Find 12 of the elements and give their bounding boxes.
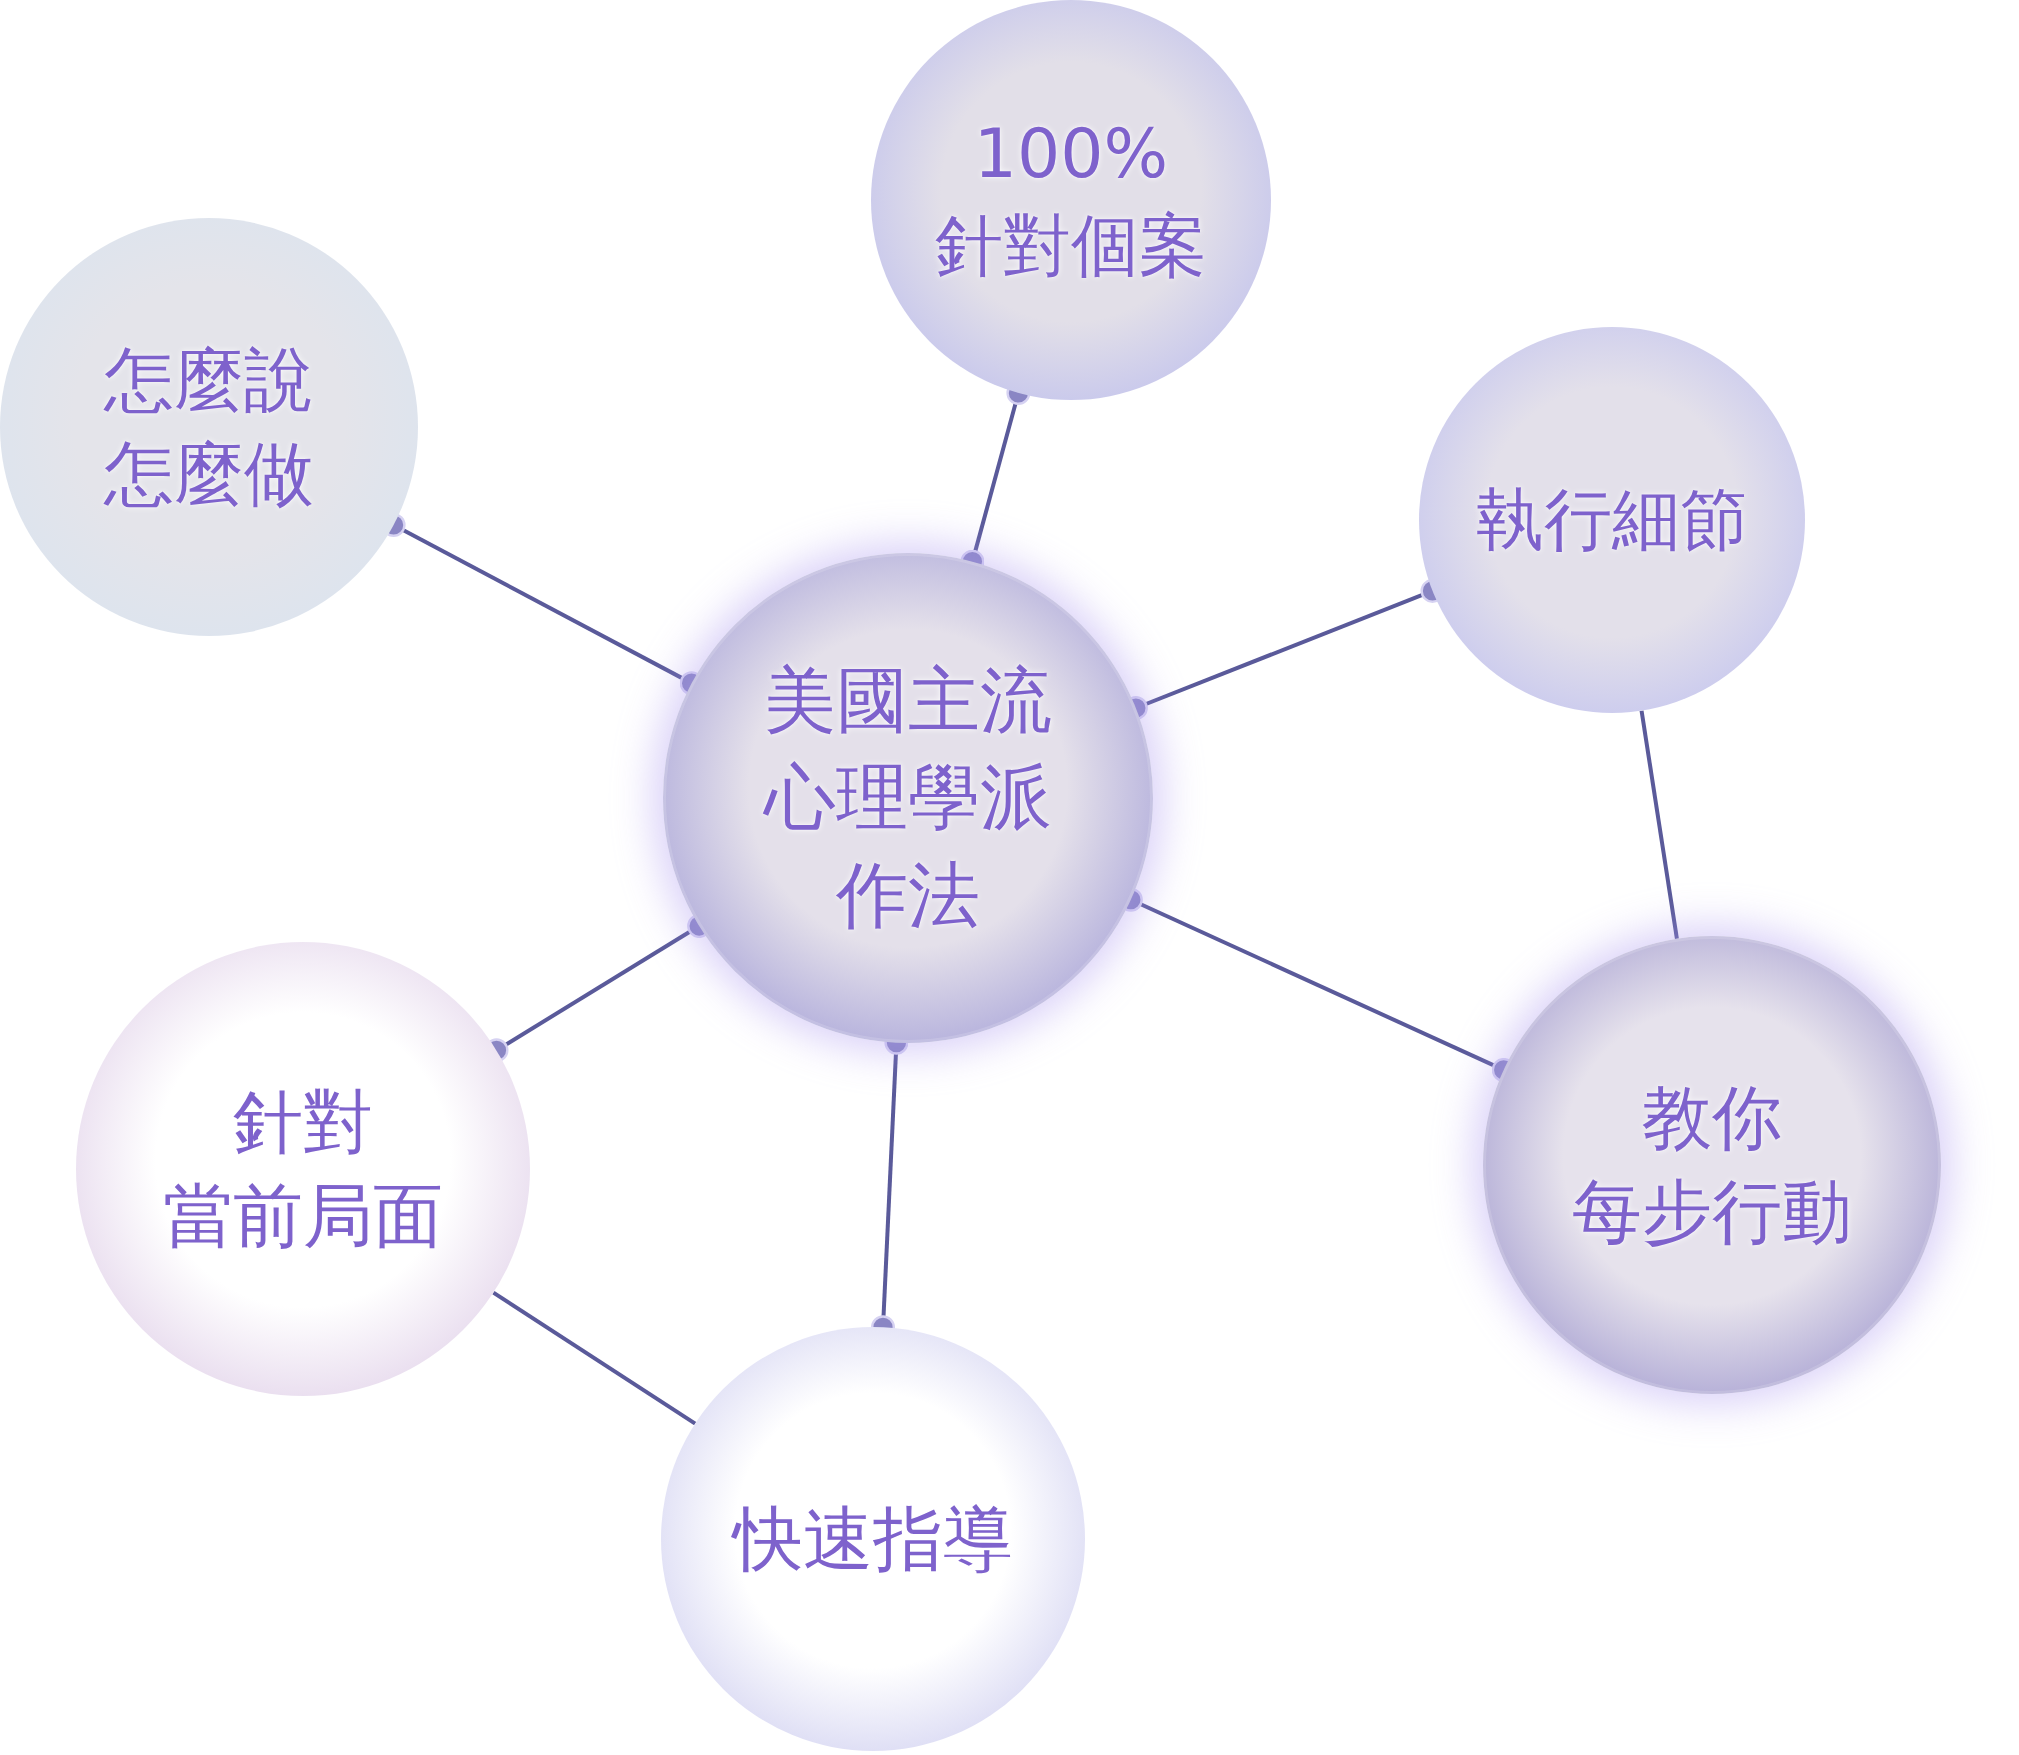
node-text: 快速指導	[733, 1496, 1013, 1582]
node-text: 當前局面	[163, 1174, 443, 1259]
node-text: 針對個案	[935, 205, 1207, 287]
node-text: 教你	[1642, 1075, 1782, 1161]
connector-line	[492, 1290, 697, 1426]
node-text: 美國主流心理學派作法	[762, 657, 1053, 939]
node-text: 針對	[233, 1079, 373, 1165]
node-text: 怎麼說怎麼做	[102, 337, 315, 517]
node-text: 100%	[973, 113, 1169, 196]
connector-line	[1639, 710, 1679, 939]
node-text: 每步行動	[1572, 1170, 1852, 1255]
node-text: 執行細節	[1476, 479, 1748, 562]
